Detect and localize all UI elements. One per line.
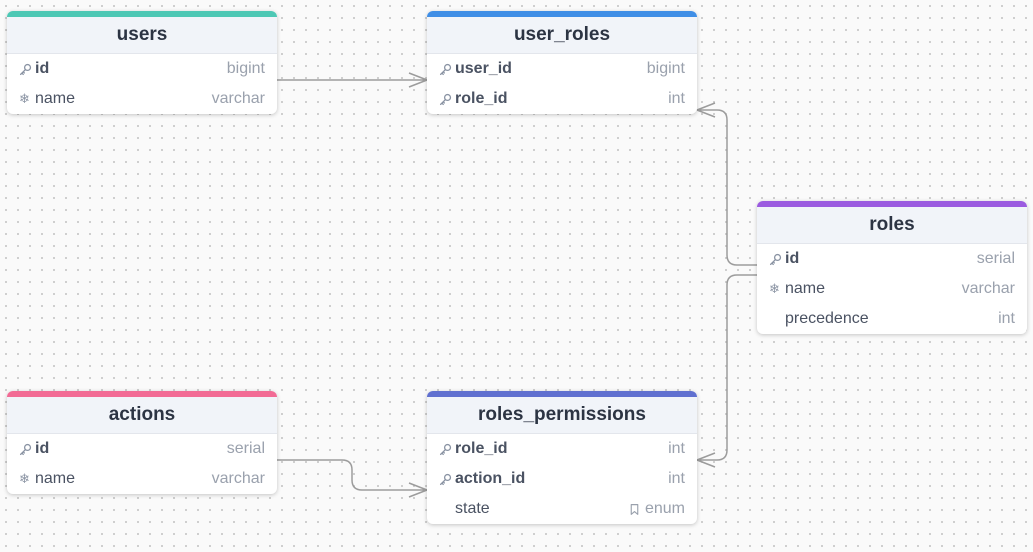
field-type-label: varchar (961, 280, 1015, 297)
table-color-bar (427, 391, 697, 397)
snowflake-icon: ❄ (19, 471, 30, 486)
field-name: name (35, 90, 76, 107)
field-type-label: int (668, 470, 685, 487)
field-type-label: int (998, 310, 1015, 327)
field-type-label: serial (976, 250, 1015, 267)
table-user-roles[interactable]: user_roles user_id bigint role_id int (427, 11, 697, 114)
field-name: name (785, 280, 826, 297)
field-type: bigint (647, 54, 685, 84)
table-color-bar (427, 11, 697, 17)
table-title[interactable]: roles_permissions (427, 397, 697, 434)
table-title[interactable]: actions (7, 397, 277, 434)
field-name: id (785, 250, 800, 267)
table-title[interactable]: roles (757, 207, 1027, 244)
field-row[interactable]: state enum (427, 494, 697, 524)
field-row[interactable]: role_id int (427, 434, 697, 464)
snowflake-icon: ❄ (19, 91, 30, 106)
table-color-bar (757, 201, 1027, 207)
field-name: precedence (785, 310, 869, 327)
key-icon (439, 54, 455, 84)
field-type-label: varchar (211, 470, 265, 487)
field-type: varchar (212, 464, 265, 494)
edge-users-user-roles[interactable] (277, 72, 428, 88)
field-name: user_id (455, 60, 512, 77)
table-title[interactable]: user_roles (427, 17, 697, 54)
field-type: serial (227, 434, 265, 464)
edge-actions-roles-permissions[interactable] (277, 459, 428, 498)
field-row[interactable]: action_id int (427, 464, 697, 494)
key-icon (439, 434, 455, 464)
field-type: int (668, 464, 685, 494)
field-row[interactable]: id serial (7, 434, 277, 464)
table-users[interactable]: users id bigint ❄ name varchar (7, 11, 277, 114)
field-row[interactable]: ❄ name varchar (7, 464, 277, 494)
field-name: role_id (455, 90, 508, 107)
edge-roles-user-roles[interactable] (696, 102, 757, 266)
field-type: serial (977, 244, 1015, 274)
bookmark-icon (628, 494, 642, 524)
field-row[interactable]: ❄ name varchar (7, 84, 277, 114)
key-icon (769, 244, 785, 274)
field-name: state (455, 500, 490, 517)
field-type: varchar (962, 274, 1015, 304)
field-row[interactable]: id bigint (7, 54, 277, 84)
edge-roles-roles-permissions[interactable] (696, 274, 757, 468)
field-name: id (35, 60, 50, 77)
field-name: action_id (455, 470, 526, 487)
field-type-label: bigint (646, 60, 685, 77)
field-type-label: varchar (211, 90, 265, 107)
snowflake-icon: ❄ (769, 281, 780, 296)
key-icon (439, 84, 455, 114)
field-name: role_id (455, 440, 508, 457)
field-row[interactable]: ❄ name varchar (757, 274, 1027, 304)
field-name: id (35, 440, 50, 457)
field-type-label: bigint (226, 60, 265, 77)
field-type: varchar (212, 84, 265, 114)
field-name: name (35, 470, 76, 487)
table-roles[interactable]: roles id serial ❄ name varchar precedence int (757, 201, 1027, 334)
field-row[interactable]: id serial (757, 244, 1027, 274)
table-color-bar (7, 11, 277, 17)
field-type: int (668, 84, 685, 114)
field-type: bigint (227, 54, 265, 84)
key-icon (19, 54, 35, 84)
field-row[interactable]: user_id bigint (427, 54, 697, 84)
field-type: int (998, 304, 1015, 334)
field-type: int (668, 434, 685, 464)
key-icon (439, 464, 455, 494)
field-type-label: int (668, 90, 685, 107)
field-type-label: enum (644, 500, 685, 517)
field-type: enum (628, 494, 685, 524)
table-color-bar (7, 391, 277, 397)
field-type-label: int (668, 440, 685, 457)
table-actions[interactable]: actions id serial ❄ name varchar (7, 391, 277, 494)
key-icon (19, 434, 35, 464)
table-title[interactable]: users (7, 17, 277, 54)
field-row[interactable]: precedence int (757, 304, 1027, 334)
field-type-label: serial (226, 440, 265, 457)
field-row[interactable]: role_id int (427, 84, 697, 114)
